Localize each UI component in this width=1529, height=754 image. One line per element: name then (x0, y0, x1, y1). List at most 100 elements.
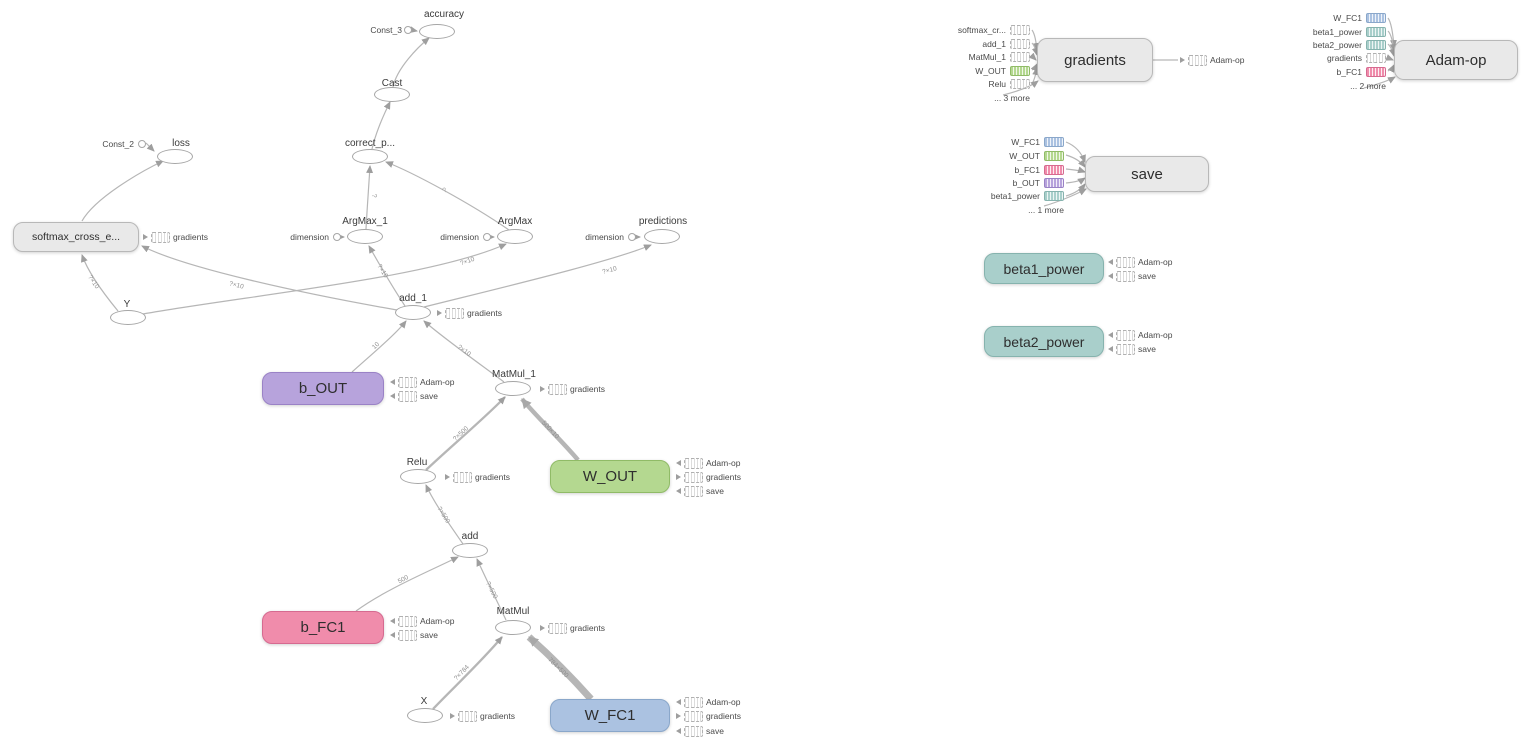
arrow-right-icon (676, 713, 681, 719)
aux-input-w-fc1[interactable]: W_FC1 (1011, 136, 1064, 147)
mini-node-icon (1044, 164, 1064, 175)
edge (425, 484, 464, 545)
node-accuracy[interactable] (419, 24, 455, 39)
node-x[interactable] (407, 708, 443, 723)
ref-w-fc1-save[interactable]: save (676, 725, 724, 737)
node-cast[interactable] (374, 87, 410, 102)
proxy-label: Adam-op (1138, 330, 1173, 340)
node-const2[interactable] (138, 140, 146, 148)
node-dimension-3[interactable] (628, 233, 636, 241)
aux-input-more[interactable]: ... 1 more (1028, 204, 1064, 215)
aux-input-b-fc1[interactable]: b_FC1 (1336, 66, 1386, 77)
node-label-loss: loss (172, 138, 190, 149)
node-w-fc1[interactable]: W_FC1 (550, 699, 670, 732)
node-label-matmul: MatMul (496, 606, 530, 617)
ref-x-gradients[interactable]: gradients (450, 710, 515, 722)
node-argmax[interactable] (497, 229, 533, 244)
ref-w-out-adam[interactable]: Adam-op (676, 457, 741, 469)
aux-input-w-out[interactable]: W_OUT (975, 65, 1030, 76)
ref-matmul1-gradients[interactable]: gradients (540, 383, 605, 395)
arrow-left-icon (676, 488, 681, 494)
ref-beta1-save[interactable]: save (1108, 270, 1156, 282)
edge (351, 320, 407, 373)
node-beta2-power[interactable]: beta2_power (984, 326, 1104, 357)
aux-input-beta1[interactable]: beta1_power (1313, 26, 1386, 37)
ref-beta1-adam[interactable]: Adam-op (1108, 256, 1173, 268)
aux-input-beta2[interactable]: beta2_power (1313, 39, 1386, 50)
node-correct-prediction[interactable] (352, 149, 388, 164)
aux-input-matmul1[interactable]: MatMul_1 (969, 51, 1030, 62)
aux-input-b-out[interactable]: b_OUT (1013, 177, 1064, 188)
ref-b-out-save[interactable]: save (390, 390, 438, 402)
ref-w-fc1-gradients[interactable]: gradients (676, 710, 741, 722)
edge (355, 556, 459, 612)
ref-gradients-adam[interactable]: Adam-op (1180, 54, 1245, 66)
proxy-node-icon (151, 231, 170, 243)
ref-w-out-gradients[interactable]: gradients (676, 471, 741, 483)
node-label-const2: Const_2 (102, 139, 134, 149)
node-dimension-2[interactable] (483, 233, 491, 241)
node-gradients[interactable]: gradients (1037, 38, 1153, 82)
aux-input-add1[interactable]: add_1 (982, 38, 1030, 49)
node-matmul1[interactable] (495, 381, 531, 396)
ref-beta2-save[interactable]: save (1108, 343, 1156, 355)
mini-node-icon (1366, 39, 1386, 50)
ref-add1-gradients[interactable]: gradients (437, 307, 502, 319)
ref-relu-gradients[interactable]: gradients (445, 471, 510, 483)
node-beta1-power[interactable]: beta1_power (984, 253, 1104, 284)
node-softmax-cross-entropy[interactable]: softmax_cross_e... (13, 222, 139, 252)
arrow-left-icon (1108, 346, 1113, 352)
aux-input-relu[interactable]: Relu (989, 78, 1030, 89)
node-adam-op[interactable]: Adam-op (1394, 40, 1518, 80)
ref-w-fc1-adam[interactable]: Adam-op (676, 696, 741, 708)
node-relu[interactable] (400, 469, 436, 484)
node-add1[interactable] (395, 305, 431, 320)
proxy-node-icon (684, 485, 703, 497)
node-matmul[interactable] (495, 620, 531, 635)
proxy-node-icon (445, 307, 464, 319)
aux-input-gradients[interactable]: gradients (1327, 52, 1386, 63)
node-loss[interactable] (157, 149, 193, 164)
aux-input-beta1[interactable]: beta1_power (991, 190, 1064, 201)
ref-softmax-gradients[interactable]: gradients (143, 231, 208, 243)
ref-matmul-gradients[interactable]: gradients (540, 622, 605, 634)
aux-input-w-out[interactable]: W_OUT (1009, 150, 1064, 161)
node-b-out[interactable]: b_OUT (262, 372, 384, 405)
mini-node-icon (1010, 78, 1030, 89)
proxy-label: Adam-op (1210, 55, 1245, 65)
proxy-node-icon (684, 457, 703, 469)
edge (1043, 188, 1087, 207)
ref-b-fc1-adam[interactable]: Adam-op (390, 615, 455, 627)
edge (526, 634, 594, 702)
proxy-label: save (1138, 344, 1156, 354)
edge (476, 558, 507, 621)
node-save[interactable]: save (1085, 156, 1209, 192)
proxy-node-icon (684, 725, 703, 737)
node-w-out[interactable]: W_OUT (550, 460, 670, 493)
node-add[interactable] (452, 543, 488, 558)
node-const3[interactable] (404, 26, 412, 34)
node-y[interactable] (110, 310, 146, 325)
ref-b-out-adam[interactable]: Adam-op (390, 376, 455, 388)
edge (81, 160, 164, 222)
mini-node-icon (1010, 38, 1030, 49)
proxy-node-icon (458, 710, 477, 722)
node-argmax1[interactable] (347, 229, 383, 244)
node-label-b-out: b_OUT (298, 380, 348, 397)
arrow-right-icon (540, 625, 545, 631)
node-b-fc1[interactable]: b_FC1 (262, 611, 384, 644)
aux-input-label: W_OUT (975, 65, 1006, 76)
aux-input-more[interactable]: ... 2 more (1350, 80, 1386, 91)
node-predictions[interactable] (644, 229, 680, 244)
edge (520, 397, 580, 462)
aux-input-w-fc1[interactable]: W_FC1 (1333, 12, 1386, 23)
ref-b-fc1-save[interactable]: save (390, 629, 438, 641)
aux-input-b-fc1[interactable]: b_FC1 (1014, 164, 1064, 175)
ref-w-out-save[interactable]: save (676, 485, 724, 497)
aux-input-label: beta1_power (990, 190, 1040, 201)
ref-beta2-adam[interactable]: Adam-op (1108, 329, 1173, 341)
node-dimension-1[interactable] (333, 233, 341, 241)
aux-input-more[interactable]: ... 3 more (994, 92, 1030, 103)
aux-input-softmax[interactable]: softmax_cr... (958, 24, 1030, 35)
